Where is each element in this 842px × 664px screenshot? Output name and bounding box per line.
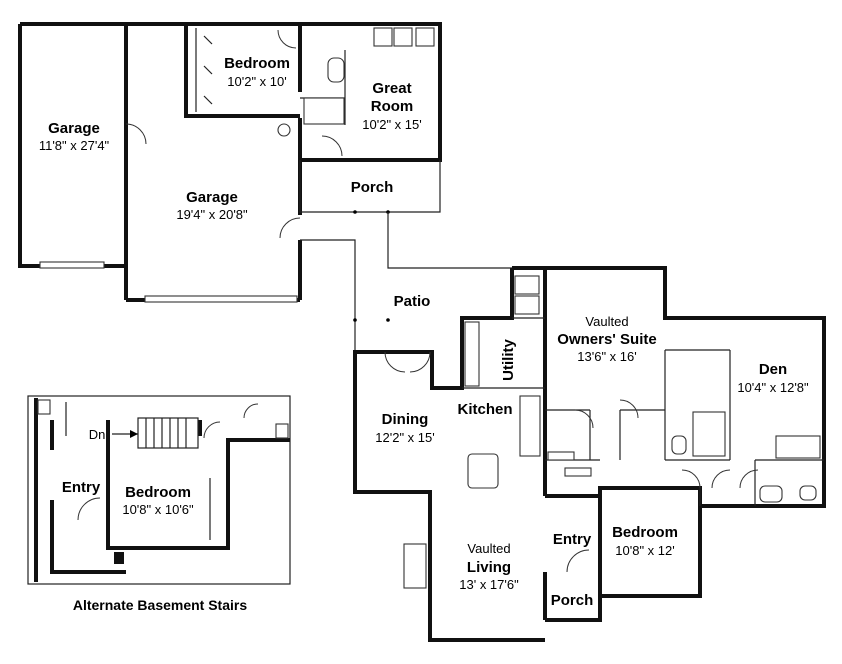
room-labels: Garage 11'8" x 27'4" Bedroom 10'2" x 10'… — [39, 55, 809, 609]
main-house-fixtures — [403, 275, 821, 589]
living-line2: Living — [467, 559, 511, 576]
great-room-name-1: Great — [372, 80, 411, 97]
inset-dn-label: Dn — [89, 427, 106, 442]
owners-suite-line1: Vaulted — [585, 314, 628, 329]
dining-dims: 12'2" x 15' — [375, 430, 434, 445]
door-swing — [321, 135, 343, 157]
bedroom-top-name: Bedroom — [224, 55, 290, 72]
door-swing — [125, 123, 147, 145]
inset-bedroom-dims: 10'8" x 10'6" — [122, 502, 194, 517]
bedroom-closet — [195, 28, 213, 112]
door-swings — [384, 351, 759, 573]
owners-suite-dims: 13'6" x 16' — [577, 349, 636, 364]
garage-door-main — [144, 295, 298, 303]
garage-left-name: Garage — [48, 120, 100, 137]
garage-left-dims: 11'8" x 27'4" — [39, 138, 110, 153]
inset-entry-label: Entry — [62, 479, 101, 496]
patio-outline — [300, 212, 512, 352]
porch-front-name: Porch — [551, 592, 594, 609]
kitchen-name: Kitchen — [457, 401, 512, 418]
inset-stairs — [112, 417, 199, 449]
inset-bedroom-name: Bedroom — [125, 484, 191, 501]
great-room-dims: 10'2" x 15' — [362, 117, 421, 132]
dining-name: Dining — [382, 411, 429, 428]
door-swing — [279, 217, 301, 239]
bedroom-right-name: Bedroom — [612, 524, 678, 541]
living-line1: Vaulted — [467, 541, 510, 556]
entry-main-name: Entry — [553, 531, 592, 548]
porch-top-name: Porch — [351, 179, 394, 196]
living-dims: 13' x 17'6" — [459, 577, 519, 592]
inset-caption: Alternate Basement Stairs — [73, 597, 248, 613]
great-room-name-2: Room — [371, 98, 414, 115]
inset-plan — [27, 395, 291, 585]
garage-door-left — [39, 261, 105, 269]
main-house-walls — [353, 266, 826, 642]
door-swing — [277, 29, 297, 49]
den-name: Den — [759, 361, 787, 378]
garage-main-name: Garage — [186, 189, 238, 206]
den-dims: 10'4" x 12'8" — [737, 380, 809, 395]
patio-name: Patio — [394, 293, 431, 310]
garage-main-dims: 19'4" x 20'8" — [176, 207, 248, 222]
bedroom-right-dims: 10'8" x 12' — [615, 543, 674, 558]
owners-suite-line2: Owners' Suite — [557, 331, 656, 348]
utility-name: Utility — [500, 339, 517, 381]
bedroom-top-dims: 10'2" x 10' — [227, 74, 286, 89]
bathroom-fixtures — [277, 27, 435, 137]
porch-top-outline — [299, 160, 441, 214]
